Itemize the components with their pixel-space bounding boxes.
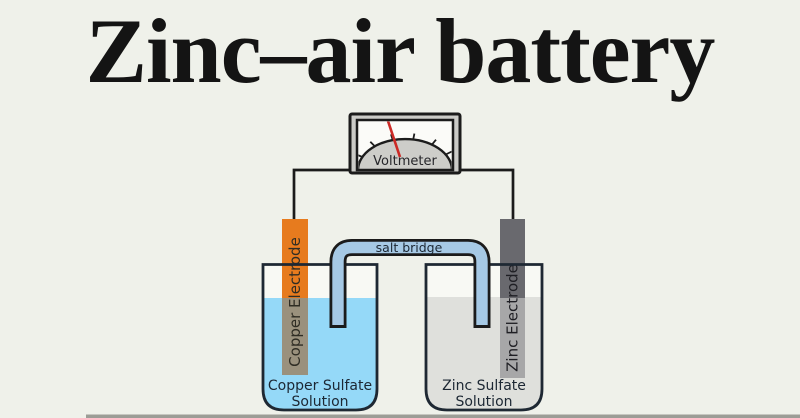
copper-electrode-top bbox=[282, 219, 308, 298]
zinc-solution-label-line2: Solution bbox=[455, 394, 512, 410]
voltmeter-dial-dome bbox=[358, 137, 452, 169]
left-wire bbox=[292, 168, 352, 221]
zinc-electrode-top bbox=[500, 219, 525, 298]
voltmeter-needle bbox=[386, 121, 402, 158]
copper-electrode: Copper Electrode bbox=[282, 219, 308, 375]
voltmeter-scale-ticks bbox=[358, 133, 452, 158]
salt-bridge: salt bridge bbox=[329, 239, 491, 328]
copper-electrode-submerged bbox=[282, 298, 308, 375]
right-beaker-outline bbox=[424, 263, 544, 412]
zinc-electrode-label: Zinc Electrode bbox=[504, 264, 522, 372]
left-beaker-outline bbox=[261, 263, 379, 412]
salt-bridge-tube-fill bbox=[332, 241, 488, 325]
copper-solution-label-line2: Solution bbox=[291, 394, 348, 410]
zinc-electrode: Zinc Electrode bbox=[500, 219, 525, 378]
zinc-electrode-submerged bbox=[500, 298, 525, 378]
page-title: Zinc–air battery bbox=[85, 0, 716, 102]
voltmeter: Voltmeter bbox=[348, 112, 462, 175]
copper-solution-label-line1: Copper Sulfate bbox=[268, 378, 372, 394]
right-wire bbox=[458, 168, 515, 221]
zinc-solution-label-line1: Zinc Sulfate bbox=[442, 378, 526, 394]
salt-bridge-label: salt bridge bbox=[376, 240, 443, 255]
voltmeter-label: Voltmeter bbox=[373, 154, 437, 169]
copper-electrode-label: Copper Electrode bbox=[286, 237, 304, 367]
bottom-edge-line bbox=[86, 414, 800, 418]
